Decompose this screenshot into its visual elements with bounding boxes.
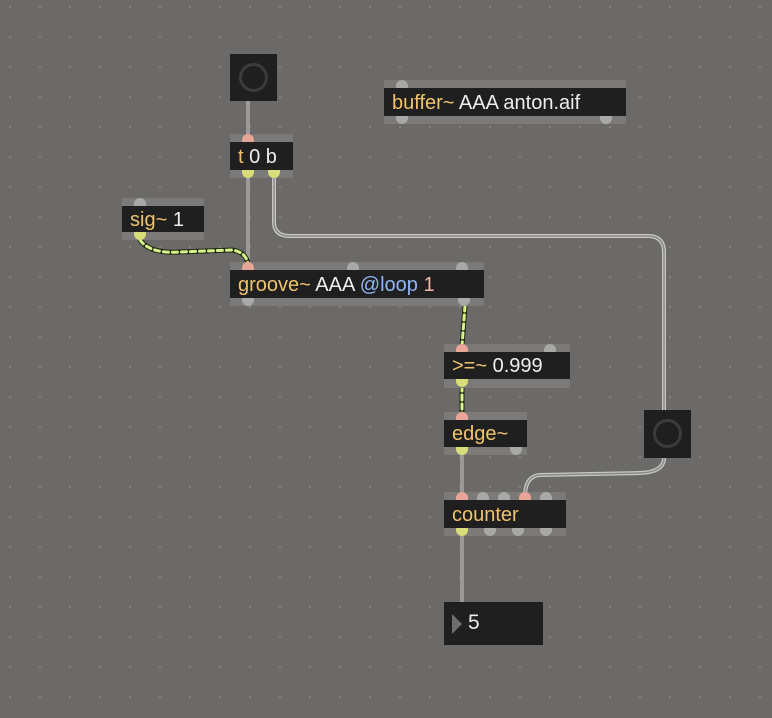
inlet[interactable] [242, 134, 254, 142]
inlet[interactable] [540, 492, 552, 500]
inlet[interactable] [477, 492, 489, 500]
object-args: AAA anton.aif [458, 92, 581, 114]
outlet[interactable] [456, 379, 468, 387]
number-value: 5 [468, 611, 480, 634]
bang-button-top[interactable] [230, 54, 277, 101]
inlet[interactable] [498, 492, 510, 500]
edge-object[interactable]: edge~ [444, 412, 527, 455]
inlet[interactable] [456, 412, 468, 420]
cord-button2-to-counter [523, 456, 666, 496]
inlet[interactable] [544, 344, 556, 352]
trigger-object[interactable]: t 0 b [230, 134, 293, 178]
attribute-value: 1 [423, 274, 435, 296]
outlet[interactable] [456, 447, 468, 455]
counter-object[interactable]: counter [444, 492, 566, 536]
triangle-icon [452, 614, 462, 634]
inlet[interactable] [347, 262, 359, 270]
object-name: t [238, 146, 244, 168]
object-args: 1 [172, 209, 184, 231]
inlet[interactable] [456, 492, 468, 500]
object-name: sig~ [130, 209, 168, 231]
outlet[interactable] [600, 116, 612, 124]
outlet[interactable] [268, 170, 280, 178]
bang-circle-icon [653, 419, 682, 448]
outlet[interactable] [510, 447, 522, 455]
outlet[interactable] [458, 298, 470, 306]
outlet[interactable] [134, 232, 146, 240]
groove-object[interactable]: groove~ AAA @loop 1 [230, 262, 484, 306]
object-name: counter [452, 504, 519, 526]
signal-cord-groove-to-gte [459, 303, 468, 349]
outlet[interactable] [484, 528, 496, 536]
object-args: 0 b [249, 146, 277, 168]
cord-trigger-to-button2 [272, 174, 666, 412]
number-box[interactable]: 5 [444, 602, 543, 645]
inlet[interactable] [242, 262, 254, 270]
bang-circle-icon [239, 63, 268, 92]
outlet[interactable] [396, 116, 408, 124]
inlet[interactable] [519, 492, 531, 500]
inlet[interactable] [396, 80, 408, 88]
object-args: AAA [315, 274, 355, 296]
attribute-name: @loop [359, 274, 418, 296]
inlet[interactable] [456, 262, 468, 270]
sig-object[interactable]: sig~ 1 [122, 198, 204, 240]
signal-cord-sig-to-groove [137, 237, 251, 267]
object-name: >=~ [452, 355, 488, 377]
outlet[interactable] [540, 528, 552, 536]
gte-object[interactable]: >=~ 0.999 [444, 344, 570, 388]
outlet[interactable] [512, 528, 524, 536]
outlet[interactable] [242, 170, 254, 178]
outlet[interactable] [456, 528, 468, 536]
object-name: edge~ [452, 423, 509, 445]
inlet[interactable] [456, 344, 468, 352]
inlet[interactable] [134, 198, 146, 206]
object-name: buffer~ [392, 92, 455, 114]
buffer-object[interactable]: buffer~ AAA anton.aif [384, 80, 626, 124]
outlet[interactable] [242, 298, 254, 306]
object-name: groove~ [238, 274, 311, 296]
object-args: 0.999 [492, 355, 543, 377]
bang-button-right[interactable] [644, 410, 691, 458]
